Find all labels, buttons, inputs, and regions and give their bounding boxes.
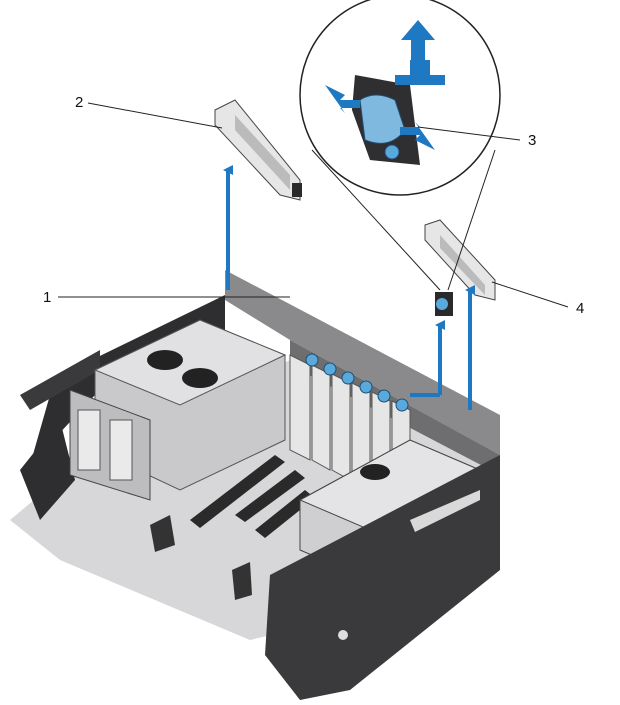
callout-3: 3 [528,132,536,149]
cooling-shroud [93,319,287,491]
drive-cage [69,389,151,501]
callout-4: 4 [576,300,584,317]
card-holder-left [214,99,302,201]
standoff-posts [150,515,252,600]
callout-leaders [58,102,569,308]
zoom-inset [299,0,501,291]
callout-2: 2 [75,94,83,111]
callout-1: 1 [43,289,51,306]
chassis-right-wall [265,455,500,700]
removal-arrows [223,165,475,410]
card-holder-right [424,219,496,316]
